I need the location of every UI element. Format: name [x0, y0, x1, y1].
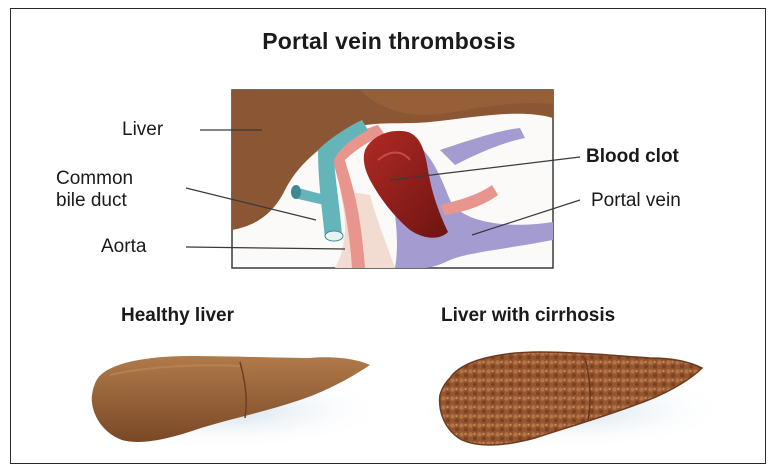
label-portal-vein: Portal vein [591, 190, 681, 212]
caption-cirrhosis-liver: Liver with cirrhosis [441, 305, 615, 327]
caption-healthy-liver: Healthy liver [121, 305, 234, 327]
healthy-liver-illustration [68, 356, 388, 450]
label-aorta: Aorta [101, 236, 146, 258]
label-blood-clot: Blood clot [586, 146, 679, 168]
label-liver: Liver [122, 119, 163, 141]
cirrhosis-liver-illustration [410, 352, 730, 450]
inset-anatomy [232, 90, 553, 268]
label-common-bile-duct-line1: Common [56, 168, 133, 190]
label-common-bile-duct-line2: bile duct [56, 190, 127, 212]
